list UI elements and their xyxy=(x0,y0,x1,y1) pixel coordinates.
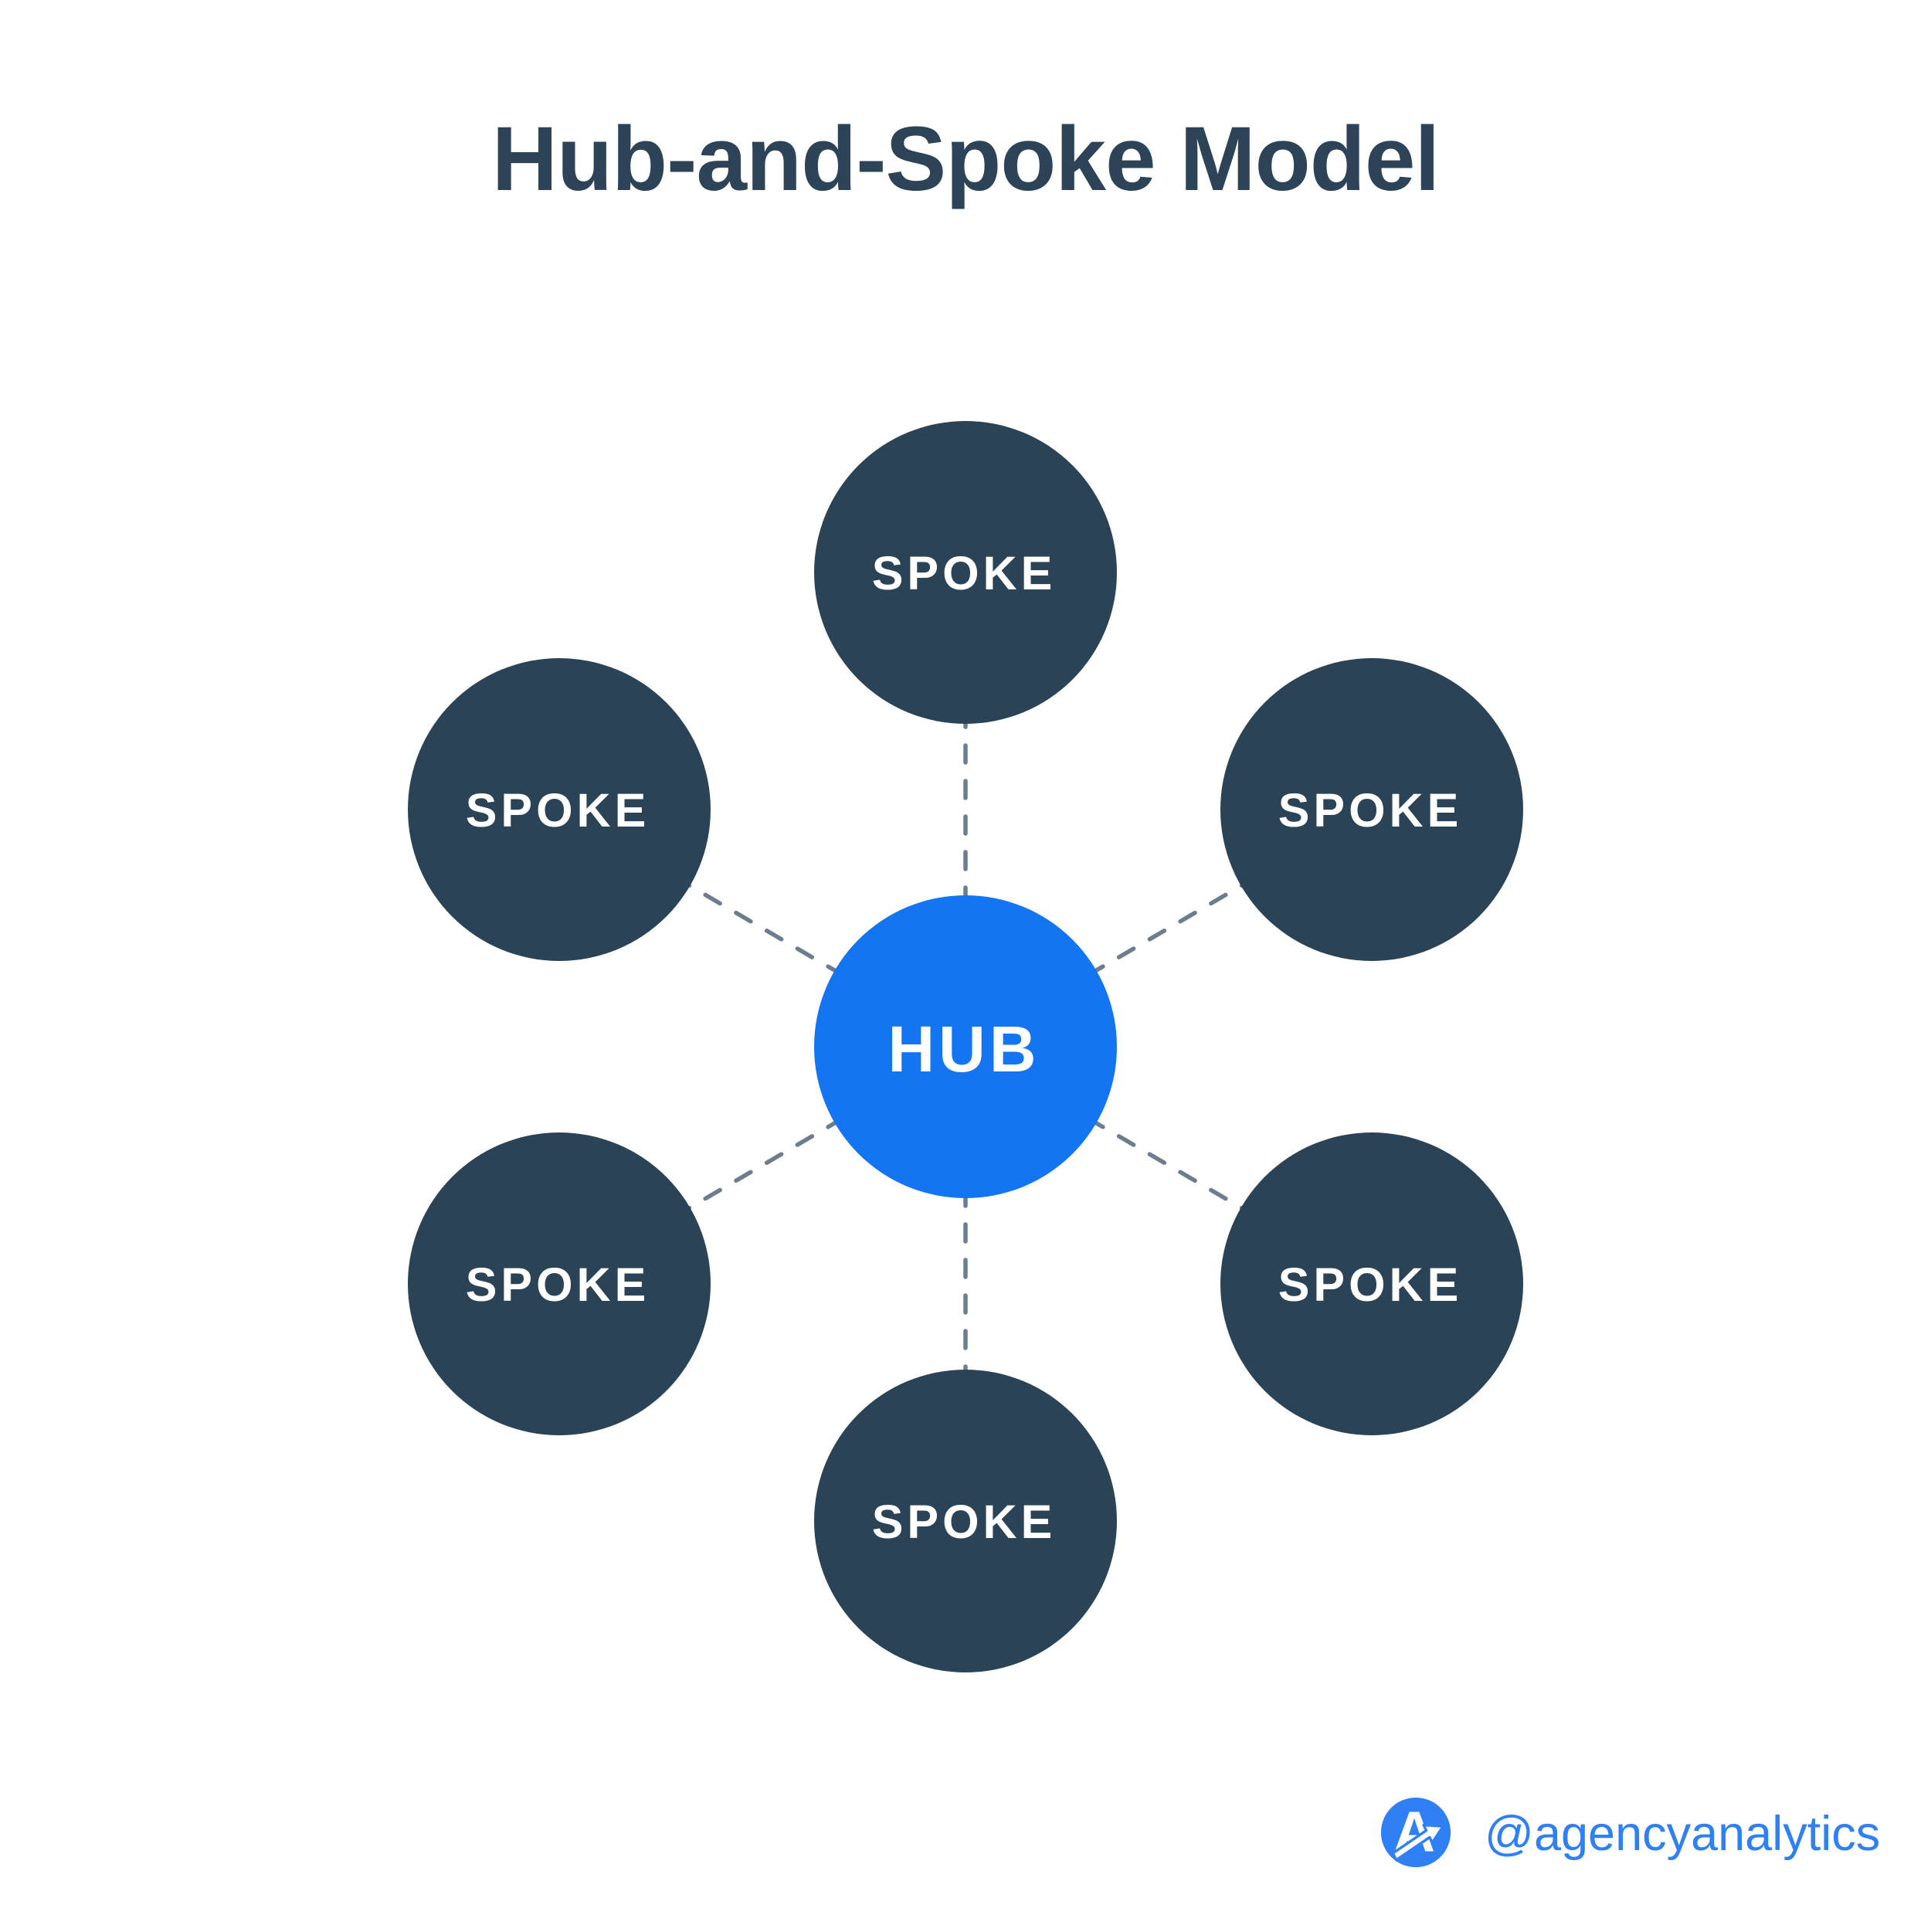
agencyanalytics-logo-icon: A xyxy=(1380,1797,1451,1868)
hub-label: HUB xyxy=(888,1013,1040,1085)
spoke-label-top: SPOKE xyxy=(872,547,1057,599)
spoke-circle-lower-right xyxy=(1220,1132,1523,1435)
logo-arrow-icon xyxy=(1391,1823,1444,1862)
spoke-circle-top xyxy=(814,421,1117,724)
spoke-label-lower-left: SPOKE xyxy=(466,1258,650,1311)
spoke-label-bottom: SPOKE xyxy=(872,1496,1057,1548)
spoke-circle-bottom xyxy=(814,1370,1117,1672)
spoke-circle-upper-right xyxy=(1220,658,1523,961)
spoke-label-upper-right: SPOKE xyxy=(1278,784,1463,837)
spoke-circle-upper-left xyxy=(408,658,711,961)
hub-circle xyxy=(814,895,1117,1198)
spoke-circle-lower-left xyxy=(408,1132,711,1435)
brand-handle: @agencyanalytics xyxy=(1485,1807,1881,1861)
page-title: Hub-and-Spoke Model xyxy=(491,108,1441,210)
brand-footer: A @agencyanalytics xyxy=(1378,1795,1880,1873)
spoke-label-upper-left: SPOKE xyxy=(466,784,650,837)
spoke-label-lower-right: SPOKE xyxy=(1278,1258,1463,1311)
